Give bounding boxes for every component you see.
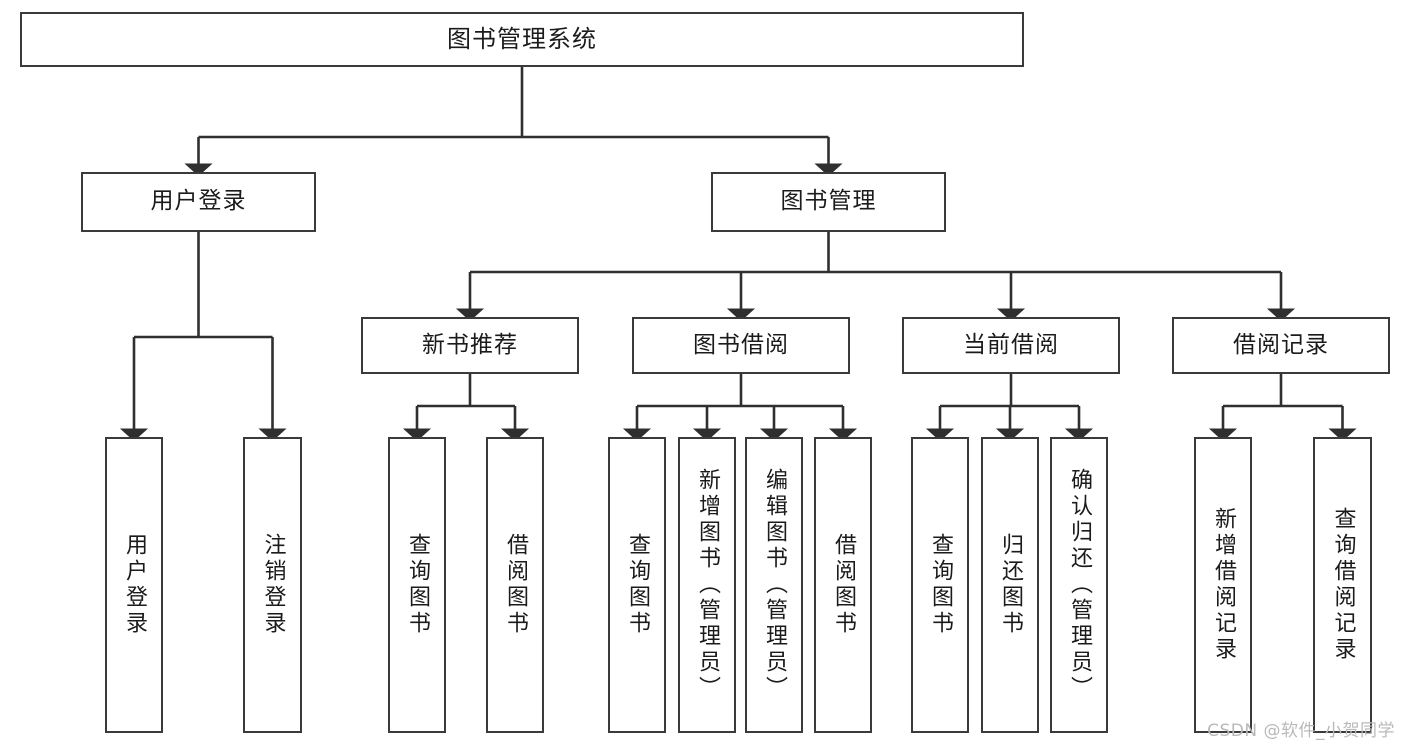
node-leaf-add-book[interactable]: 新增图书（管理员） [678, 437, 736, 733]
node-current-borrow[interactable]: 当前借阅 [902, 317, 1120, 374]
node-label: 查询图书 [625, 533, 650, 637]
node-label: 用户登录 [150, 188, 247, 215]
node-borrow-record[interactable]: 借阅记录 [1172, 317, 1390, 374]
watermark: CSDN @软件_小贺同学 [1207, 721, 1395, 741]
node-label: 确认归还（管理员） [1067, 468, 1092, 702]
node-leaf-edit-book[interactable]: 编辑图书（管理员） [745, 437, 803, 733]
node-leaf-query-book-3[interactable]: 查询图书 [911, 437, 969, 733]
node-leaf-user-login[interactable]: 用户登录 [105, 437, 163, 733]
node-leaf-query-record[interactable]: 查询借阅记录 [1313, 437, 1372, 733]
node-leaf-add-record[interactable]: 新增借阅记录 [1194, 437, 1252, 733]
node-label: 查询图书 [405, 533, 430, 637]
node-label: 编辑图书（管理员） [762, 468, 787, 702]
node-label: 图书借阅 [693, 331, 789, 358]
node-label: 注销登录 [260, 533, 286, 637]
node-leaf-borrow-book-2[interactable]: 借阅图书 [814, 437, 872, 733]
node-leaf-borrow-book-1[interactable]: 借阅图书 [486, 437, 544, 733]
node-leaf-query-book-2[interactable]: 查询图书 [608, 437, 666, 733]
node-label: 图书管理 [780, 188, 877, 215]
node-leaf-query-book-1[interactable]: 查询图书 [388, 437, 446, 733]
node-leaf-confirm-return[interactable]: 确认归还（管理员） [1050, 437, 1108, 733]
node-label: 新书推荐 [422, 331, 518, 358]
node-label: 查询图书 [928, 533, 953, 637]
edge-paths [119, 67, 1357, 442]
node-leaf-return-book[interactable]: 归还图书 [981, 437, 1039, 733]
node-book-manage[interactable]: 图书管理 [711, 172, 946, 232]
node-user-login[interactable]: 用户登录 [81, 172, 316, 232]
node-label: 新增借阅记录 [1211, 507, 1236, 663]
node-label: 新增图书（管理员） [695, 468, 720, 702]
node-label: 查询借阅记录 [1330, 507, 1356, 663]
node-label: 借阅记录 [1233, 331, 1329, 358]
node-root[interactable]: 图书管理系统 [20, 12, 1024, 67]
node-label: 用户登录 [122, 533, 147, 637]
node-book-borrow[interactable]: 图书借阅 [632, 317, 850, 374]
node-label: 归还图书 [998, 533, 1023, 637]
node-label: 借阅图书 [503, 533, 528, 637]
node-label: 借阅图书 [831, 533, 856, 637]
node-label: 当前借阅 [963, 331, 1059, 358]
node-label: 图书管理系统 [447, 25, 597, 54]
node-leaf-logout[interactable]: 注销登录 [243, 437, 302, 733]
node-new-book-recommend[interactable]: 新书推荐 [361, 317, 579, 374]
